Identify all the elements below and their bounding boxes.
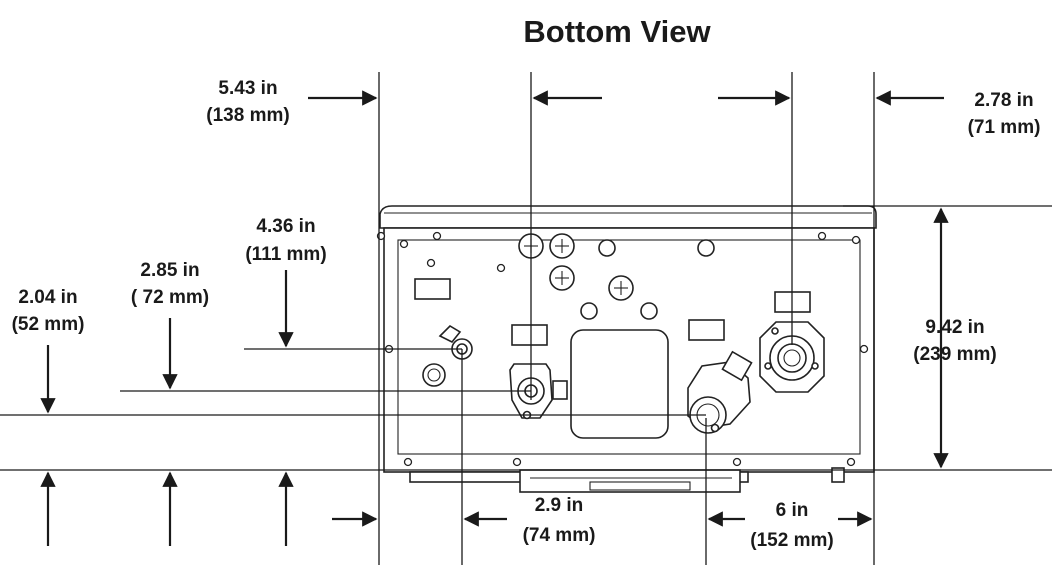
dim-29-in: 2.9 in <box>535 495 584 516</box>
dim-543-mm: (138 mm) <box>206 105 289 126</box>
dim-285-mm: ( 72 mm) <box>131 287 209 308</box>
dim-543-in: 5.43 in <box>218 78 277 99</box>
dim-942-in: 9.42 in <box>925 317 984 338</box>
dim-278-mm: (71 mm) <box>968 117 1041 138</box>
extension-lines <box>0 72 1052 565</box>
dim-204-mm: (52 mm) <box>12 314 85 335</box>
dim-278-in: 2.78 in <box>974 90 1033 111</box>
gas-connection <box>759 321 825 393</box>
dimension-labels: 5.43 in (138 mm) 2.78 in (71 mm) 4.36 in… <box>12 78 1041 551</box>
center-opening <box>570 329 669 439</box>
panel-screws <box>376 231 869 467</box>
port-knockouts <box>518 233 715 320</box>
dim-6-mm: (152 mm) <box>750 530 833 551</box>
diagram-title: Bottom View <box>523 14 711 49</box>
dim-942-mm: (239 mm) <box>913 344 996 365</box>
dim-29-mm: (74 mm) <box>523 525 596 546</box>
dim-285-in: 2.85 in <box>140 260 199 281</box>
dim-204-in: 2.04 in <box>18 287 77 308</box>
dim-6-in: 6 in <box>776 500 809 521</box>
dim-436-mm: (111 mm) <box>245 244 326 265</box>
water-heater-unit <box>376 205 877 493</box>
dim-436-in: 4.36 in <box>256 216 315 237</box>
dimension-arrows <box>40 90 949 546</box>
